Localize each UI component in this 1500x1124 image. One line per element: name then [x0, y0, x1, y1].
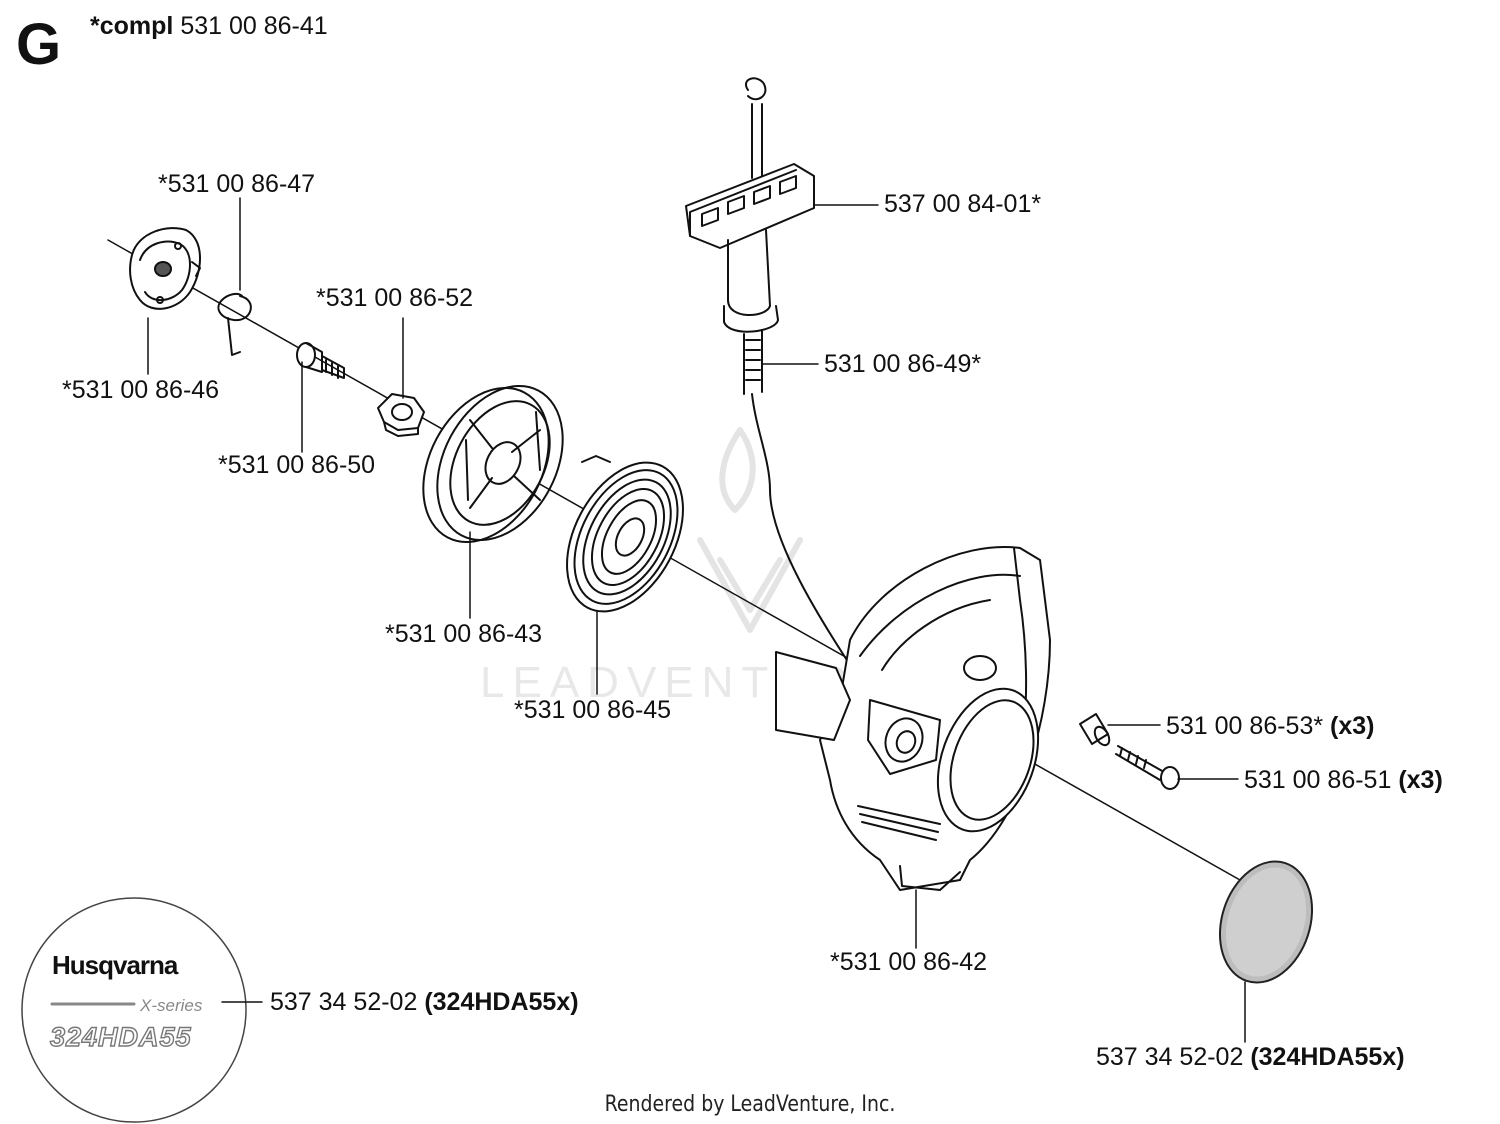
part-label[interactable]: 537 34 52-02 (324HDA55x) [1096, 1043, 1405, 1071]
bushing-part [1079, 713, 1111, 747]
leader-lines [147, 197, 1246, 1043]
part-label[interactable]: *531 00 86-45 [514, 696, 672, 724]
decal-disc-right [1218, 860, 1314, 984]
part-label[interactable]: 531 00 86-49* [824, 350, 982, 378]
assembly-prefix: *compl [90, 12, 174, 40]
spring-clip-part [217, 292, 252, 356]
starter-housing-part [775, 546, 1051, 891]
footer-credit: Rendered by LeadVenture, Inc. [604, 1092, 896, 1117]
part-label[interactable]: *531 00 86-47 [158, 170, 316, 198]
part-qty: (x3) [1330, 712, 1375, 740]
starter-handle-part [685, 77, 815, 395]
part-label[interactable]: 537 34 52-02 (324HDA55x) [270, 988, 579, 1016]
part-label[interactable]: *531 00 86-42 [830, 948, 988, 976]
part-label[interactable]: 537 00 84-01* [884, 190, 1042, 218]
bolt-part [1115, 745, 1180, 790]
part-qty: (324HDA55x) [1250, 1043, 1405, 1071]
hub-nut-part [377, 393, 425, 437]
part-label[interactable]: *531 00 86-46 [62, 376, 220, 404]
watermark-emblem [697, 427, 803, 633]
pawl-plate-part [129, 227, 201, 310]
decal-model: 324HDA55 [49, 1021, 192, 1052]
decal-series: X-series [140, 996, 203, 1015]
part-qty: (x3) [1398, 766, 1443, 794]
part-label[interactable]: *531 00 86-43 [385, 620, 543, 648]
assembly-header: *compl 531 00 86-41 [90, 12, 328, 40]
part-label[interactable]: *531 00 86-52 [316, 284, 474, 312]
assembly-axis-line [107, 239, 1241, 881]
part-label[interactable]: *531 00 86-50 [218, 451, 376, 479]
decal-brand: Husqvarna [52, 950, 178, 980]
screw-part [296, 342, 345, 379]
decal-disc-left [21, 897, 247, 1123]
part-label[interactable]: 531 00 86-51 (x3) [1244, 766, 1443, 794]
part-qty: (324HDA55x) [424, 988, 579, 1016]
section-letter: G [16, 12, 62, 77]
assembly-number: 531 00 86-41 [180, 12, 328, 40]
recoil-spring-part [566, 455, 684, 613]
part-label[interactable]: 531 00 86-53* (x3) [1166, 712, 1375, 740]
rope-pulley-part [422, 384, 564, 544]
